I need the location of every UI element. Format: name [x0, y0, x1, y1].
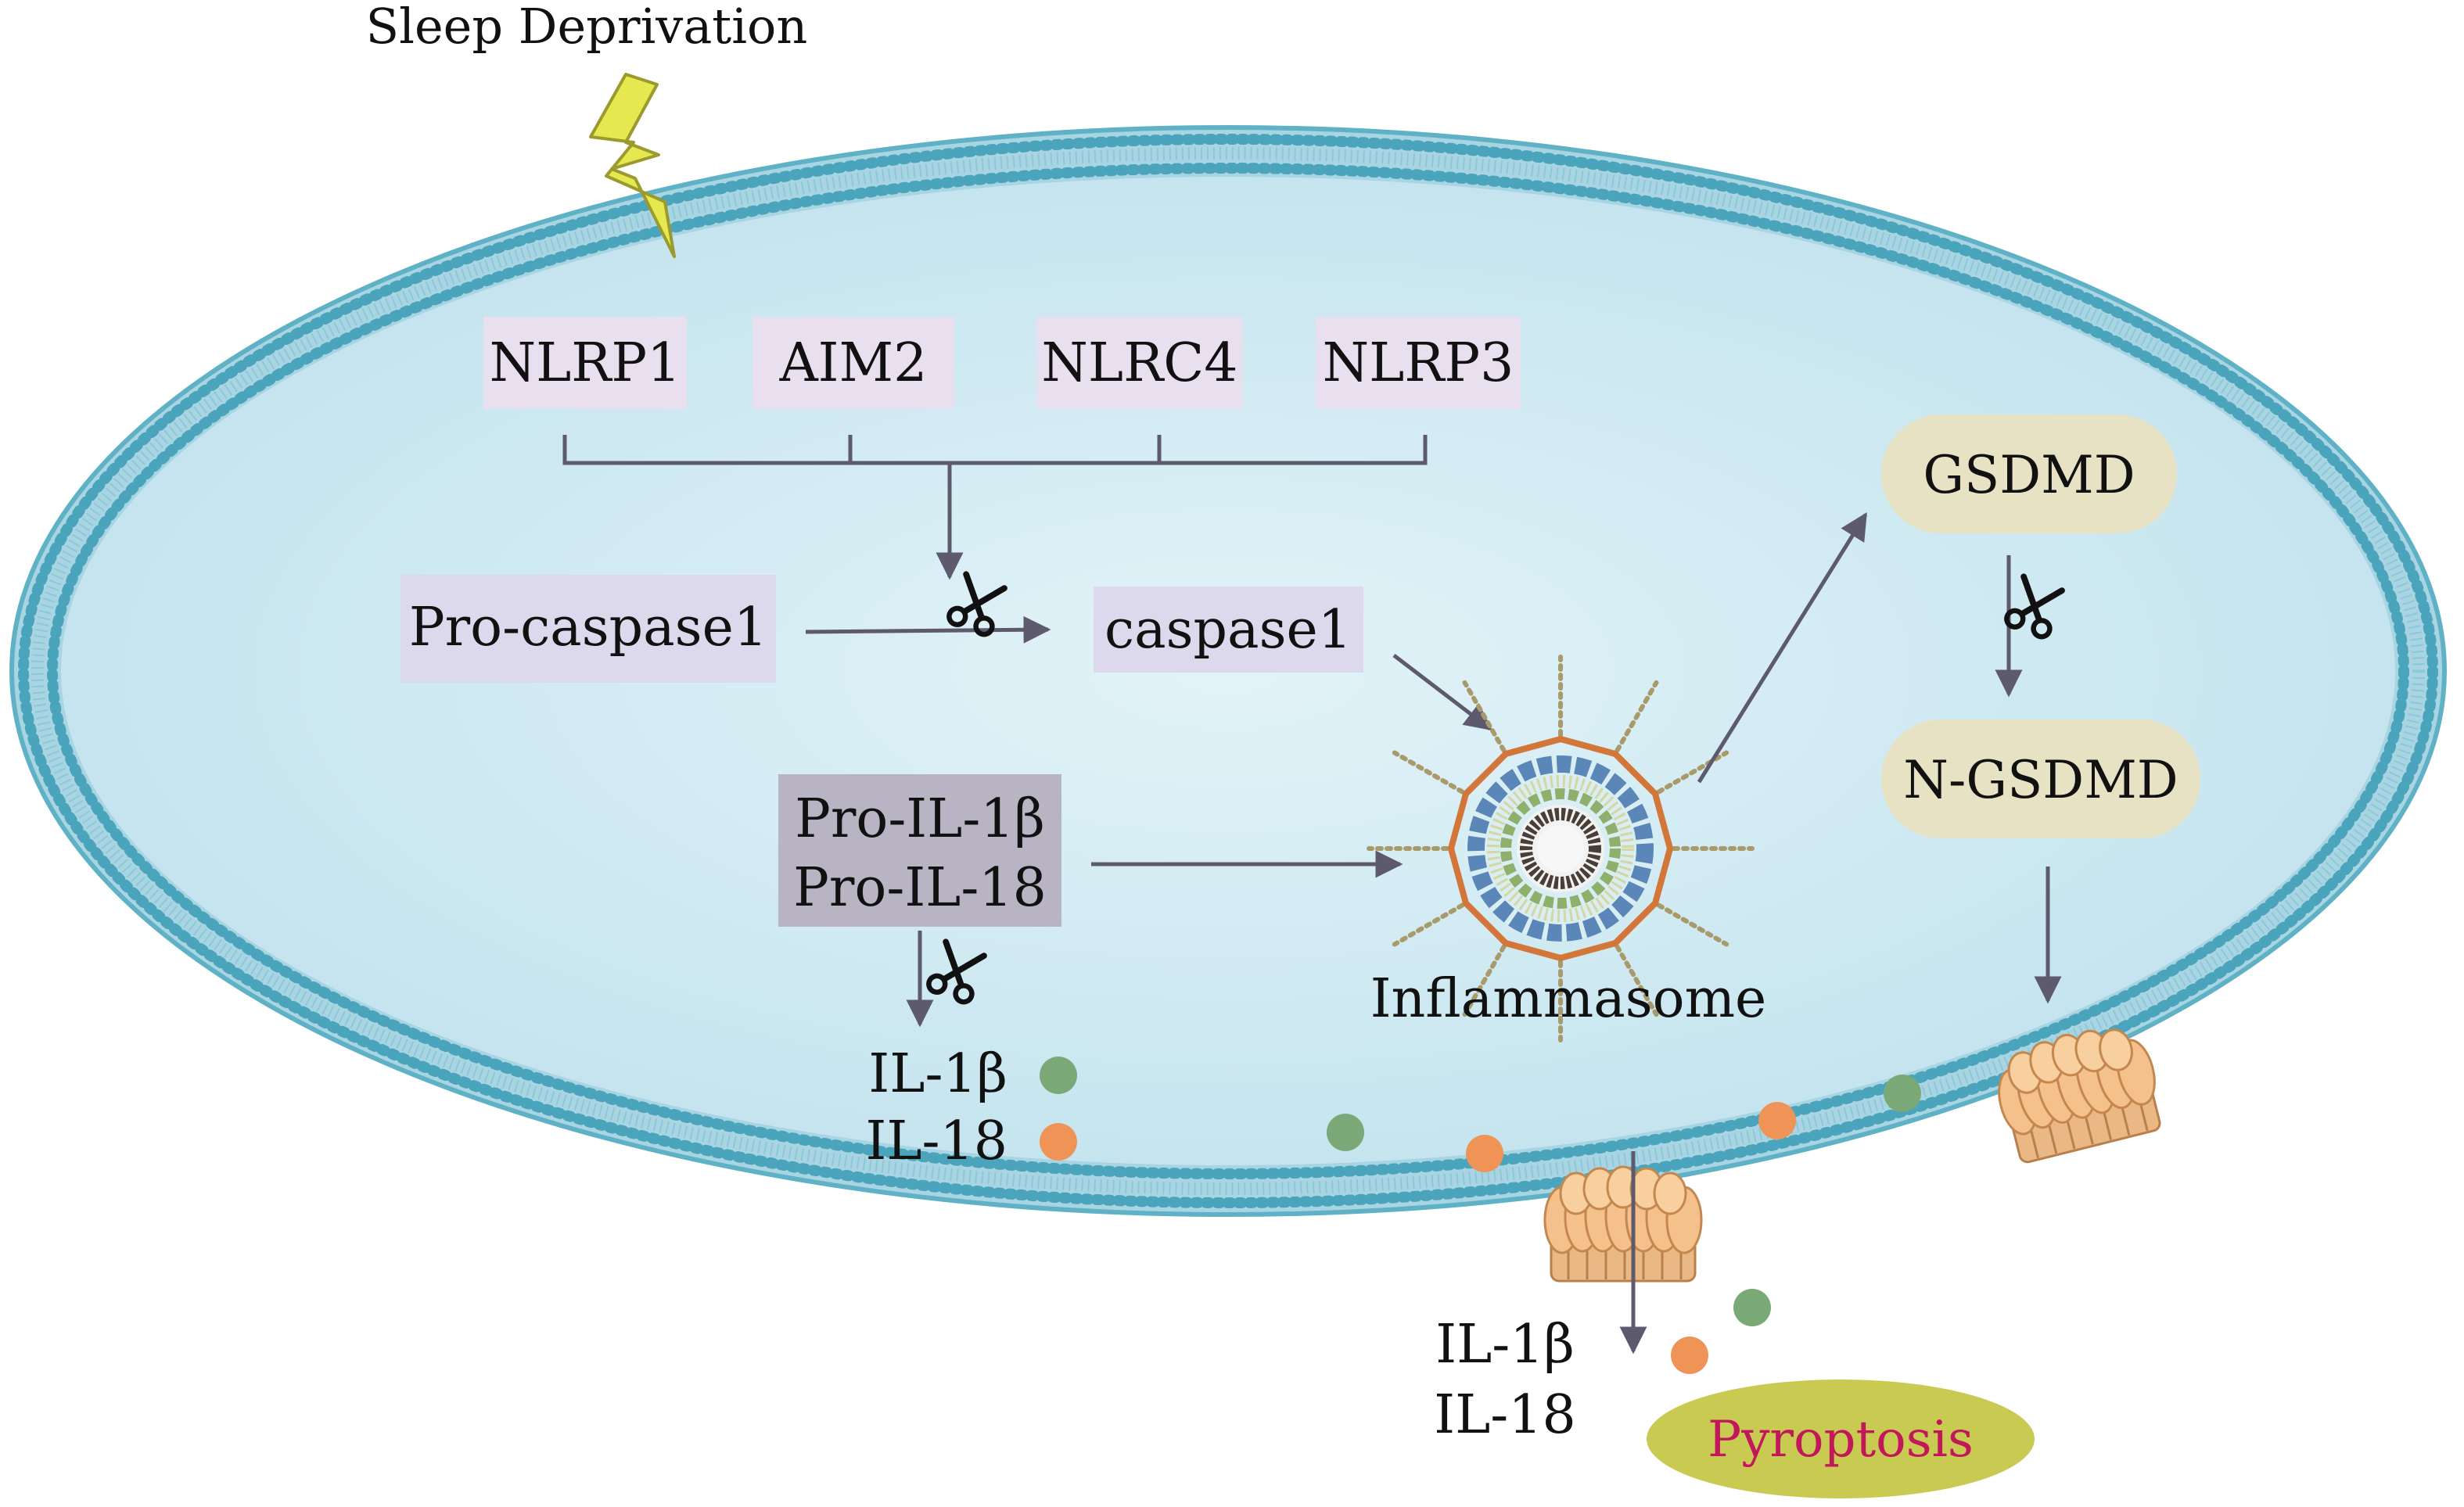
sensor-nlrp1: NLRP1 [483, 317, 687, 409]
cell-membrane-dots [18, 134, 2438, 1208]
pyroptosis-label: Pyroptosis [1708, 1411, 1974, 1469]
il18-inside-label: IL-18 [865, 1111, 1008, 1172]
sleep-deprivation-label: Sleep Deprivation [366, 0, 808, 55]
sensor-nlrc4: NLRC4 [1036, 317, 1243, 409]
cell-membrane-inner-dots [47, 163, 2409, 1179]
gsdmd-pill: GSDMD [1881, 414, 2177, 533]
inflammasome-complex [1367, 655, 1755, 1042]
il18-particle [1466, 1135, 1503, 1172]
il1b-particle [1884, 1075, 1921, 1112]
pro-cytokine-box: Pro-IL-1β Pro-IL-18 [778, 774, 1061, 927]
sensor-aim2: AIM2 [752, 317, 954, 409]
arrow-inflammasome-to-gsdmd [1697, 512, 1868, 784]
caspase1-box: caspase1 [1094, 587, 1363, 673]
pro-il18-label: Pro-IL-18 [793, 857, 1047, 919]
il1b-particle [1327, 1114, 1364, 1151]
inflammasome-label: Inflammasome [1370, 968, 1767, 1030]
pyroptosis-oval: Pyroptosis [1647, 1380, 2035, 1498]
sensor-bracket [562, 435, 1428, 465]
arrow-caspase-to-inflammasome [1392, 654, 1492, 731]
gsdmd-pore [1543, 1165, 1703, 1283]
il1b-particle [1733, 1289, 1771, 1326]
lightning-bolt-icon [589, 73, 676, 258]
cell-membrane-lipid [31, 147, 2425, 1195]
sensor-nlrp1-label: NLRP1 [490, 332, 681, 394]
pro-caspase1-label: Pro-caspase1 [409, 597, 767, 658]
il1b-inside-label: IL-1β [868, 1043, 1008, 1105]
pro-caspase1-box: Pro-caspase1 [400, 575, 776, 683]
il18-particle [1758, 1102, 1796, 1139]
il18-particle [1671, 1337, 1708, 1374]
n-gsdmd-pill: N-GSDMD [1881, 719, 2200, 838]
gsdmd-label: GSDMD [1923, 445, 2135, 505]
sensor-nlrp3: NLRP3 [1316, 317, 1521, 409]
sensor-aim2-label: AIM2 [779, 332, 928, 394]
il1b-outside-label: IL-1β [1435, 1314, 1575, 1376]
il18-particle [1040, 1123, 1077, 1161]
arrow-cleave-caspase [805, 615, 1051, 644]
sensor-nlrc4-label: NLRC4 [1041, 332, 1237, 394]
il1b-particle [1040, 1057, 1077, 1094]
il18-outside-label: IL-18 [1434, 1384, 1576, 1446]
pro-il1b-label: Pro-IL-1β [795, 788, 1045, 850]
caspase1-label: caspase1 [1104, 599, 1352, 661]
n-gsdmd-label: N-GSDMD [1903, 750, 2178, 810]
sensor-nlrp3-label: NLRP3 [1323, 332, 1514, 394]
